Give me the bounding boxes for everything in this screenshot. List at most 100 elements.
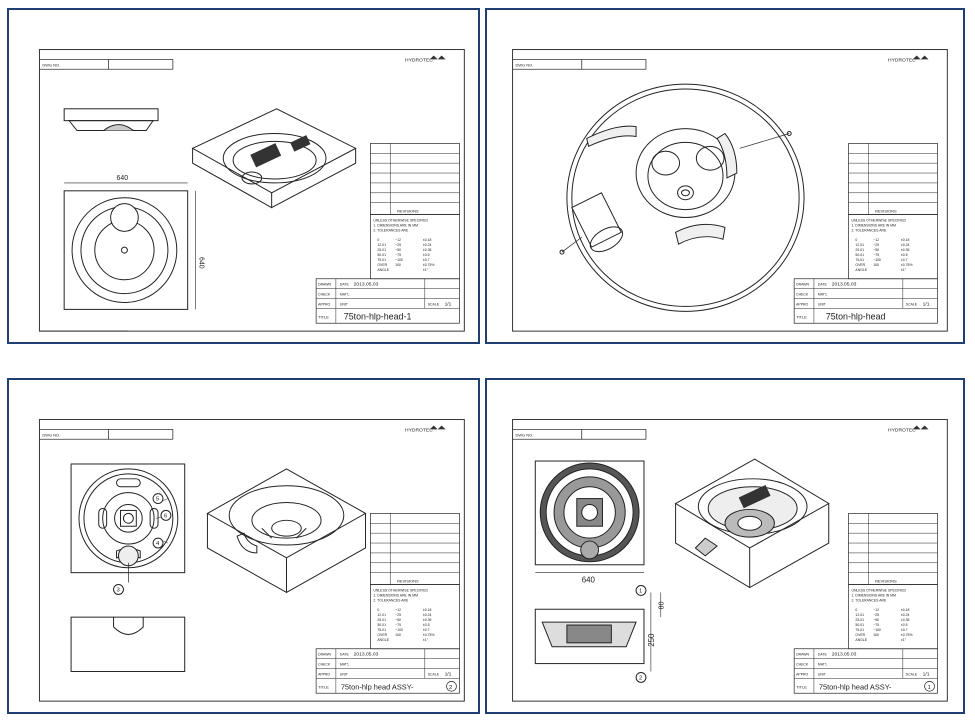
tol-cell: ~50 — [873, 248, 879, 252]
title-block: REVISIONS UNLESS OTHERWISE SPECIFIED 1. … — [315, 513, 460, 694]
tol-cell: ~100 — [873, 258, 881, 262]
note-2: 1. DIMENSIONS ARE IN MM — [373, 593, 418, 597]
appro-label: APPRO — [796, 672, 808, 676]
tol-cell: 25.01 — [377, 618, 386, 622]
tol-cell: ANGLE — [855, 638, 867, 642]
drawing-title: 75ton-hlp-head-1 — [344, 311, 412, 321]
tol-cell: ±0.18 — [423, 608, 432, 612]
balloon-label: 4 — [156, 541, 160, 547]
tol-cell: ±0.75% — [423, 633, 435, 637]
top-view: 640 — [534, 460, 645, 585]
tol-cell: ±0.75% — [423, 263, 435, 267]
drawing-panel-1[interactable]: DWG NO. HYDROTEC — [7, 8, 480, 344]
logo-text: HYDROTEC — [405, 427, 433, 433]
unit-label: UNIT — [340, 672, 349, 676]
tol-cell: 25.01 — [855, 618, 864, 622]
tol-cell: ±0.35 — [423, 248, 432, 252]
tol-cell: ~12 — [873, 238, 879, 242]
drawn-label: DRAWN — [796, 653, 809, 657]
tol-cell: 75.01 — [855, 258, 864, 262]
unit-label: UNIT — [818, 672, 827, 676]
tol-cell: 100 — [395, 263, 401, 267]
title-label: TITLE — [318, 684, 329, 689]
revisions-label: REVISIONS — [875, 579, 897, 584]
logo-icon — [912, 425, 929, 430]
tol-cell: OVER — [855, 633, 865, 637]
dwg-no-label: DWG NO. — [42, 432, 60, 437]
title-label: TITLE — [318, 314, 329, 319]
tol-cell: ±1° — [901, 268, 907, 272]
tol-cell: 100 — [873, 263, 879, 267]
scale-label: SCALE — [906, 302, 918, 306]
tol-cell: 100 — [395, 633, 401, 637]
tol-cell: ANGLE — [377, 638, 389, 642]
tol-cell: ~12 — [395, 238, 401, 242]
dimension-height: 640 — [198, 257, 205, 269]
tol-cell: ANGLE — [855, 268, 867, 272]
unit-label: UNIT — [818, 302, 827, 306]
dimension-width: 640 — [582, 576, 596, 585]
logo-icon — [429, 55, 446, 60]
tol-cell: ±0.35 — [901, 618, 910, 622]
date-label: DATE — [818, 653, 828, 657]
tol-cell: ±0.5 — [423, 623, 430, 627]
tol-cell: 75.01 — [377, 258, 386, 262]
material-label: MAT'L — [818, 293, 828, 297]
balloon-label: 3 — [117, 587, 121, 593]
dwg-no-label: DWG NO. — [516, 432, 534, 437]
title-label: TITLE — [796, 684, 807, 689]
tol-cell: OVER — [377, 263, 387, 267]
revisions-label: REVISIONS — [397, 209, 419, 214]
tol-cell: ~12 — [395, 608, 401, 612]
note-2: 1. DIMENSIONS ARE IN MM — [851, 223, 896, 227]
revisions-label: REVISIONS — [397, 579, 419, 584]
tol-cell: ±1° — [423, 638, 429, 642]
check-label: CHECK — [796, 293, 809, 297]
tol-cell: ~25 — [873, 243, 879, 247]
tol-cell: 50.01 — [855, 253, 864, 257]
tol-cell: 0 — [377, 238, 379, 242]
tol-cell: ~75 — [395, 253, 401, 257]
drawing-panel-4[interactable]: DWG NO. HYDROTEC 640 — [485, 378, 965, 714]
tol-cell: ±0.18 — [901, 238, 910, 242]
drawn-label: DRAWN — [318, 283, 331, 287]
appro-label: APPRO — [318, 672, 330, 676]
tol-cell: ±1° — [423, 268, 429, 272]
appro-label: APPRO — [318, 302, 330, 306]
tol-cell: ANGLE — [377, 268, 389, 272]
tol-cell: ~75 — [395, 623, 401, 627]
material-label: MAT'L — [340, 293, 350, 297]
scale-label: SCALE — [906, 672, 918, 676]
logo-icon — [912, 55, 929, 60]
check-label: CHECK — [796, 663, 809, 667]
tol-cell: ~50 — [873, 618, 879, 622]
note-3: 2. TOLERANCES ARE — [373, 598, 409, 602]
scale-value: 1/1 — [923, 301, 930, 307]
tol-cell: ±0.5 — [423, 253, 430, 257]
title-label: TITLE — [796, 314, 807, 319]
note-2: 1. DIMENSIONS ARE IN MM — [851, 593, 896, 597]
tol-cell: OVER — [855, 263, 865, 267]
tol-cell: ±0.7 — [423, 258, 430, 262]
date-label: DATE — [340, 283, 350, 287]
drawing-sheet: DWG NO. HYDROTEC — [38, 49, 465, 332]
top-view: 5 6 4 3 — [70, 463, 186, 595]
balloon-label: 6 — [164, 513, 168, 519]
tol-cell: ~50 — [395, 618, 401, 622]
assy-number: 2 — [449, 685, 452, 691]
logo-text: HYDROTEC — [888, 427, 916, 433]
side-view — [63, 108, 159, 132]
tol-cell: ±0.75% — [901, 263, 913, 267]
drawing-date: 2013.05.03 — [354, 652, 379, 658]
balloon-label: 1 — [639, 588, 642, 594]
tol-cell: 50.01 — [377, 623, 386, 627]
dwg-no-label: DWG NO. — [42, 62, 60, 67]
tol-cell: ±0.7 — [901, 258, 908, 262]
drawing-panel-2[interactable]: DWG NO. HYDROTEC — [485, 8, 965, 344]
drawing-date: 2013.05.03 — [832, 652, 857, 658]
top-view: 640 640 — [63, 175, 205, 310]
tol-cell: ~75 — [873, 623, 879, 627]
drawing-title: 75ton-hlp-head — [826, 311, 886, 321]
tol-cell: 0 — [855, 238, 857, 242]
drawing-panel-3[interactable]: DWG NO. HYDROTEC 5 6 4 — [7, 378, 480, 714]
